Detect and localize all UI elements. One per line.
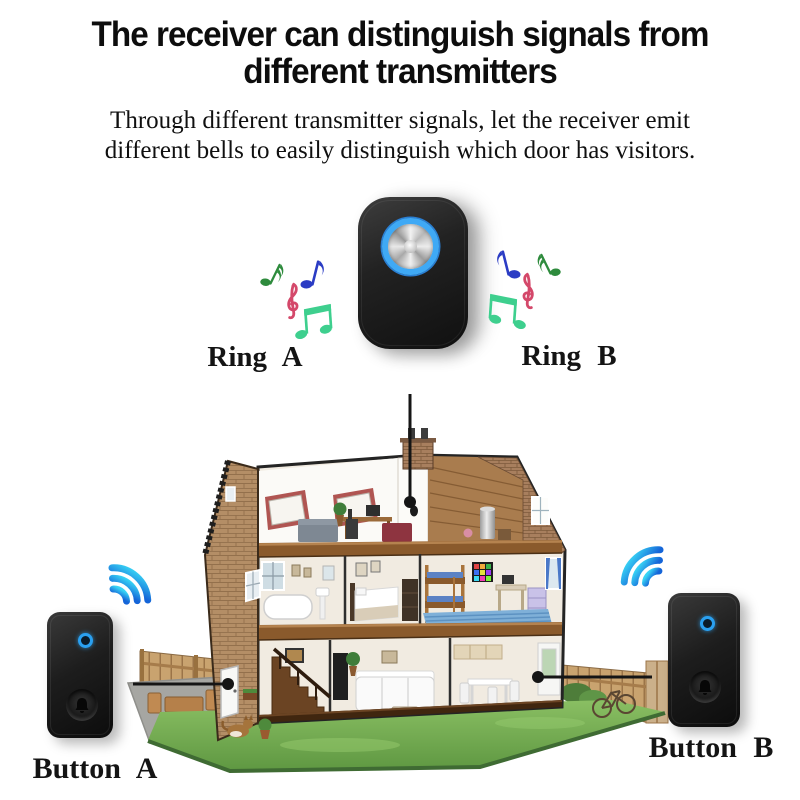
bell-icon <box>75 698 89 713</box>
bell-button <box>66 689 98 721</box>
button-a-label: Button A <box>32 752 158 785</box>
led-indicator <box>700 616 715 631</box>
house <box>202 428 567 742</box>
ground-floor <box>271 638 561 720</box>
chimney <box>400 428 436 470</box>
attic <box>258 455 566 554</box>
receiver-device <box>358 197 468 349</box>
wifi-signal-icon-left <box>108 564 152 605</box>
bicycle <box>592 690 636 718</box>
transmitter-button-a <box>47 612 113 738</box>
bell-button <box>689 671 721 703</box>
potted-plant <box>258 718 272 739</box>
ring-b-label: Ring B <box>521 340 617 372</box>
music-notes-right <box>468 240 563 335</box>
led-indicator <box>78 633 93 648</box>
ring-a-label: Ring A <box>207 341 303 373</box>
page-subtitle: Through different transmitter signals, l… <box>0 106 800 166</box>
title-line-1: The receiver can distinguish signals fro… <box>91 15 709 54</box>
subtitle-line-1: Through different transmitter signals, l… <box>110 107 690 134</box>
button-b-label: Button B <box>648 731 774 764</box>
page-title: The receiver can distinguish signals fro… <box>20 16 780 90</box>
title-line-2: different transmitters <box>243 52 557 92</box>
cat <box>221 715 253 738</box>
receiver-ring-button <box>382 218 439 275</box>
bell-icon <box>698 680 712 695</box>
wifi-signal-icon-right <box>620 546 664 587</box>
music-notes-left <box>258 250 353 345</box>
house-cutaway-illustration <box>126 428 669 774</box>
subtitle-line-2: different bells to easily distinguish wh… <box>104 137 696 164</box>
transmitter-button-b <box>668 593 740 727</box>
